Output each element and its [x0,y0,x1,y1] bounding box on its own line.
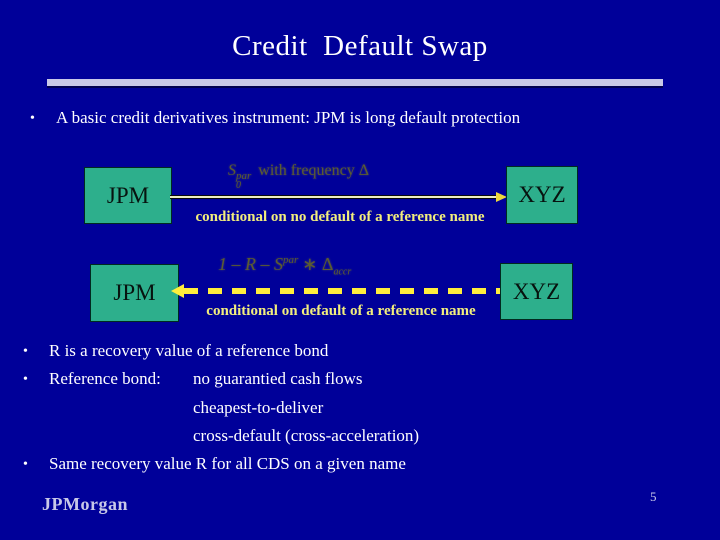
protection-leg-formula: 1 – R – Spar∗ Δaccr [218,254,351,278]
slide-title: Credit Default Swap [232,30,488,62]
formula-tail: with frequency Δ [258,162,369,179]
bullet-text: R is a recovery value of a reference bon… [49,341,329,360]
intro-text: A basic credit derivatives instrument: J… [56,108,521,127]
premium-arrow-line [170,195,498,199]
formula-base: S [228,162,236,179]
bullet-dot-icon: • [23,457,28,472]
bullet-line-reference-bond: • Reference bond: no guarantied cash flow… [23,369,623,389]
arrow-right-icon [496,192,507,202]
arrow-left-icon [171,284,184,298]
bullet-line-same-recovery: • Same recovery value R for all CDS on a … [23,454,406,474]
premium-leg-label: conditional on no default of a reference… [195,209,485,225]
jpm-box-row2: JPM [90,264,179,322]
bullet-line-recovery: • R is a recovery value of a reference bo… [23,341,328,361]
bullet-dot-icon: • [23,344,28,359]
protection-arrow-dashed-line [184,288,504,294]
xyz-box-label: XYZ [512,278,561,304]
jpmorgan-logo: JPMorgan [42,494,128,514]
formula-sub: 0 [236,180,241,191]
formula-sup: par [283,254,299,266]
xyz-box-row1: XYZ [506,166,578,224]
bullet-line-cross-default: cross-default (cross-acceleration) [193,426,419,446]
title-divider-bar [47,79,663,88]
protection-leg-label: conditional on default of a reference na… [206,303,476,319]
bullet-dot-icon: • [30,111,35,126]
formula-sup: par [236,170,252,182]
bullet-text: cheapest-to-deliver [193,398,324,417]
intro-bullet-line: • A basic credit derivatives instrument: … [30,108,690,128]
jpm-box-label: JPM [106,182,150,208]
formula-sub: accr [333,266,352,278]
bullet-value: no guarantied cash flows [193,369,363,388]
bullet-text: cross-default (cross-acceleration) [193,426,420,445]
bullet-dot-icon: • [23,372,28,387]
jpm-box-row1: JPM [84,167,172,224]
jpm-box-label: JPM [113,280,156,305]
xyz-box-row2: XYZ [500,263,573,320]
formula-mid: ∗ Δ [302,254,334,274]
bullet-label: Reference bond: [49,369,161,388]
bullet-line-cheapest-to-deliver: cheapest-to-deliver [193,398,323,418]
bullet-text: Same recovery value R for all CDS on a g… [49,454,406,473]
formula-lead: 1 – R – S [218,254,283,274]
page-number: 5 [650,489,657,504]
xyz-box-label: XYZ [518,182,566,207]
